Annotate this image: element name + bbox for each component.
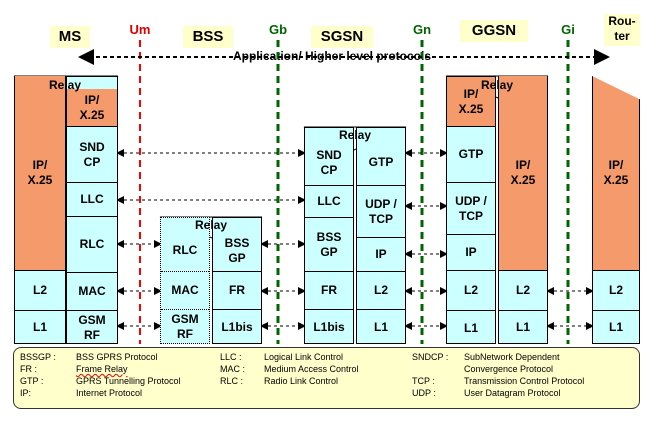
ggsn-gtp: GTP [447, 127, 495, 183]
ms-l2-label: L2 [32, 283, 47, 297]
router-app-column: IP/ X.25 [592, 76, 640, 271]
node-bss: BSS [183, 26, 233, 48]
legend-desc: Internet Protocol [76, 388, 143, 398]
iface-gn: Gn [412, 22, 432, 37]
sgsn-fr: FR [305, 272, 353, 310]
bss-gsmrf: GSM RF [171, 312, 199, 341]
ggsn-l2b-label: L2 [515, 283, 530, 297]
iface-gb: Gb [268, 22, 288, 37]
bss-rlc: RLC [161, 230, 209, 272]
legend-abbr: UDP : [412, 388, 436, 398]
sgsn-left-stack: SND CP LLC BSS GP FR L1bis [304, 127, 354, 344]
ggsn-l1b: L1 [498, 310, 548, 344]
sgsn-llc: LLC [305, 186, 353, 218]
sgsn-bssgp: BSS GP [305, 218, 353, 272]
router-l1-label: L1 [608, 319, 623, 334]
sgsn-l1bis: L1bis [313, 319, 345, 334]
ggsn-udptcp: UDP / TCP [447, 183, 495, 235]
bss-bssgp: BSS GP [213, 230, 261, 272]
bss-relay: Relay [194, 218, 228, 232]
ggsn-app-column: IP/ X.25 [498, 76, 548, 271]
iface-gi: Gi [561, 22, 575, 37]
legend-desc: Logical Link Control [264, 352, 344, 362]
ggsn-l1b-label: L1 [515, 319, 530, 334]
ms-mac: MAC [67, 273, 117, 311]
ms-app: IP/ X.25 [27, 158, 53, 187]
ms-stack: IP/ X.25 SND CP LLC RLC MAC GSM RF [66, 76, 118, 344]
node-ms: MS [50, 26, 90, 48]
legend-desc: Frame Relay [76, 364, 128, 374]
bss-radio-stack: RLC MAC GSM RF [160, 217, 210, 344]
legend-desc: Medium Access Control [264, 364, 359, 374]
legend-abbr: MAC : [220, 364, 246, 374]
node-router: Rou- ter [604, 14, 640, 46]
ggsn-ip-x25: IP/ X.25 [447, 77, 495, 127]
legend-abbr: SNDCP : [412, 352, 449, 362]
ms-l1: L1 [14, 310, 66, 344]
bss-core-stack: BSS GP FR L1bis [212, 217, 262, 344]
ms-ip: IP/ X.25 [67, 89, 117, 127]
ggsn-ip: IP [447, 235, 495, 271]
legend-desc: Convergence Protocol [464, 364, 554, 374]
ggsn-app: IP/ X.25 [510, 158, 536, 187]
iface-um: Um [129, 22, 151, 37]
ggsn-left-stack: IP/ X.25 GTP UDP / TCP IP L2 L1 [446, 76, 496, 344]
legend-desc: SubNetwork Dependent [464, 352, 560, 362]
sgsn-l1: L1 [373, 319, 388, 334]
legend-desc: Transmission Control Protocol [464, 376, 585, 386]
ms-sndcp: SND CP [67, 127, 117, 183]
node-ggsn: GGSN [460, 20, 528, 42]
router-l2-label: L2 [608, 283, 623, 297]
ggsn-l2: L2 [447, 271, 495, 311]
legend-abbr: BSSGP : [20, 352, 56, 362]
ms-rlc: RLC [67, 217, 117, 273]
ms-app-column: IP/ X.25 [14, 76, 66, 271]
ms-gsmrf: GSM RF [78, 313, 106, 342]
router-l2: L2 [592, 270, 640, 311]
legend-desc: User Datagram Protocol [464, 388, 561, 398]
ms-llc: LLC [67, 183, 117, 217]
sgsn-ip: IP [357, 238, 405, 272]
node-sgsn: SGSN [311, 26, 373, 48]
router-l1: L1 [592, 310, 640, 344]
legend-abbr: RLC : [220, 376, 244, 386]
sgsn-relay: Relay [338, 128, 372, 142]
bss-fr: FR [213, 272, 261, 310]
sgsn-sndcp: SND CP [305, 140, 353, 186]
ms-l2: L2 [14, 270, 66, 311]
legend-box: BSSGP : BSS GPRS Protocol FR : Frame Rel… [13, 347, 640, 409]
legend-desc: GPRS Tunnelling Protocol [76, 376, 181, 386]
sgsn-right-stack: GTP UDP / TCP IP L2 L1 [356, 127, 406, 344]
bss-mac: MAC [161, 272, 209, 310]
legend-desc: Radio Link Control [264, 376, 339, 386]
legend-desc: BSS GPRS Protocol [76, 352, 158, 362]
legend-abbr: IP: [20, 388, 32, 398]
legend-abbr: FR : [20, 364, 37, 374]
sgsn-udptcp: UDP / TCP [357, 186, 405, 238]
sgsn-l2: L2 [357, 272, 405, 310]
ggsn-l1: L1 [463, 320, 478, 335]
legend-abbr: TCP : [412, 376, 435, 386]
legend-abbr: GTP : [20, 376, 44, 386]
ms-relay: Relay [48, 78, 82, 92]
ms-l1-label: L1 [32, 319, 47, 334]
ggsn-relay: Relay [480, 78, 514, 92]
ggsn-l2b: L2 [498, 270, 548, 311]
bss-l1bis: L1bis [221, 319, 253, 334]
sgsn-gtp: GTP [357, 140, 405, 186]
legend-abbr: LLC : [220, 352, 242, 362]
router-app: IP/ X.25 [603, 158, 629, 187]
